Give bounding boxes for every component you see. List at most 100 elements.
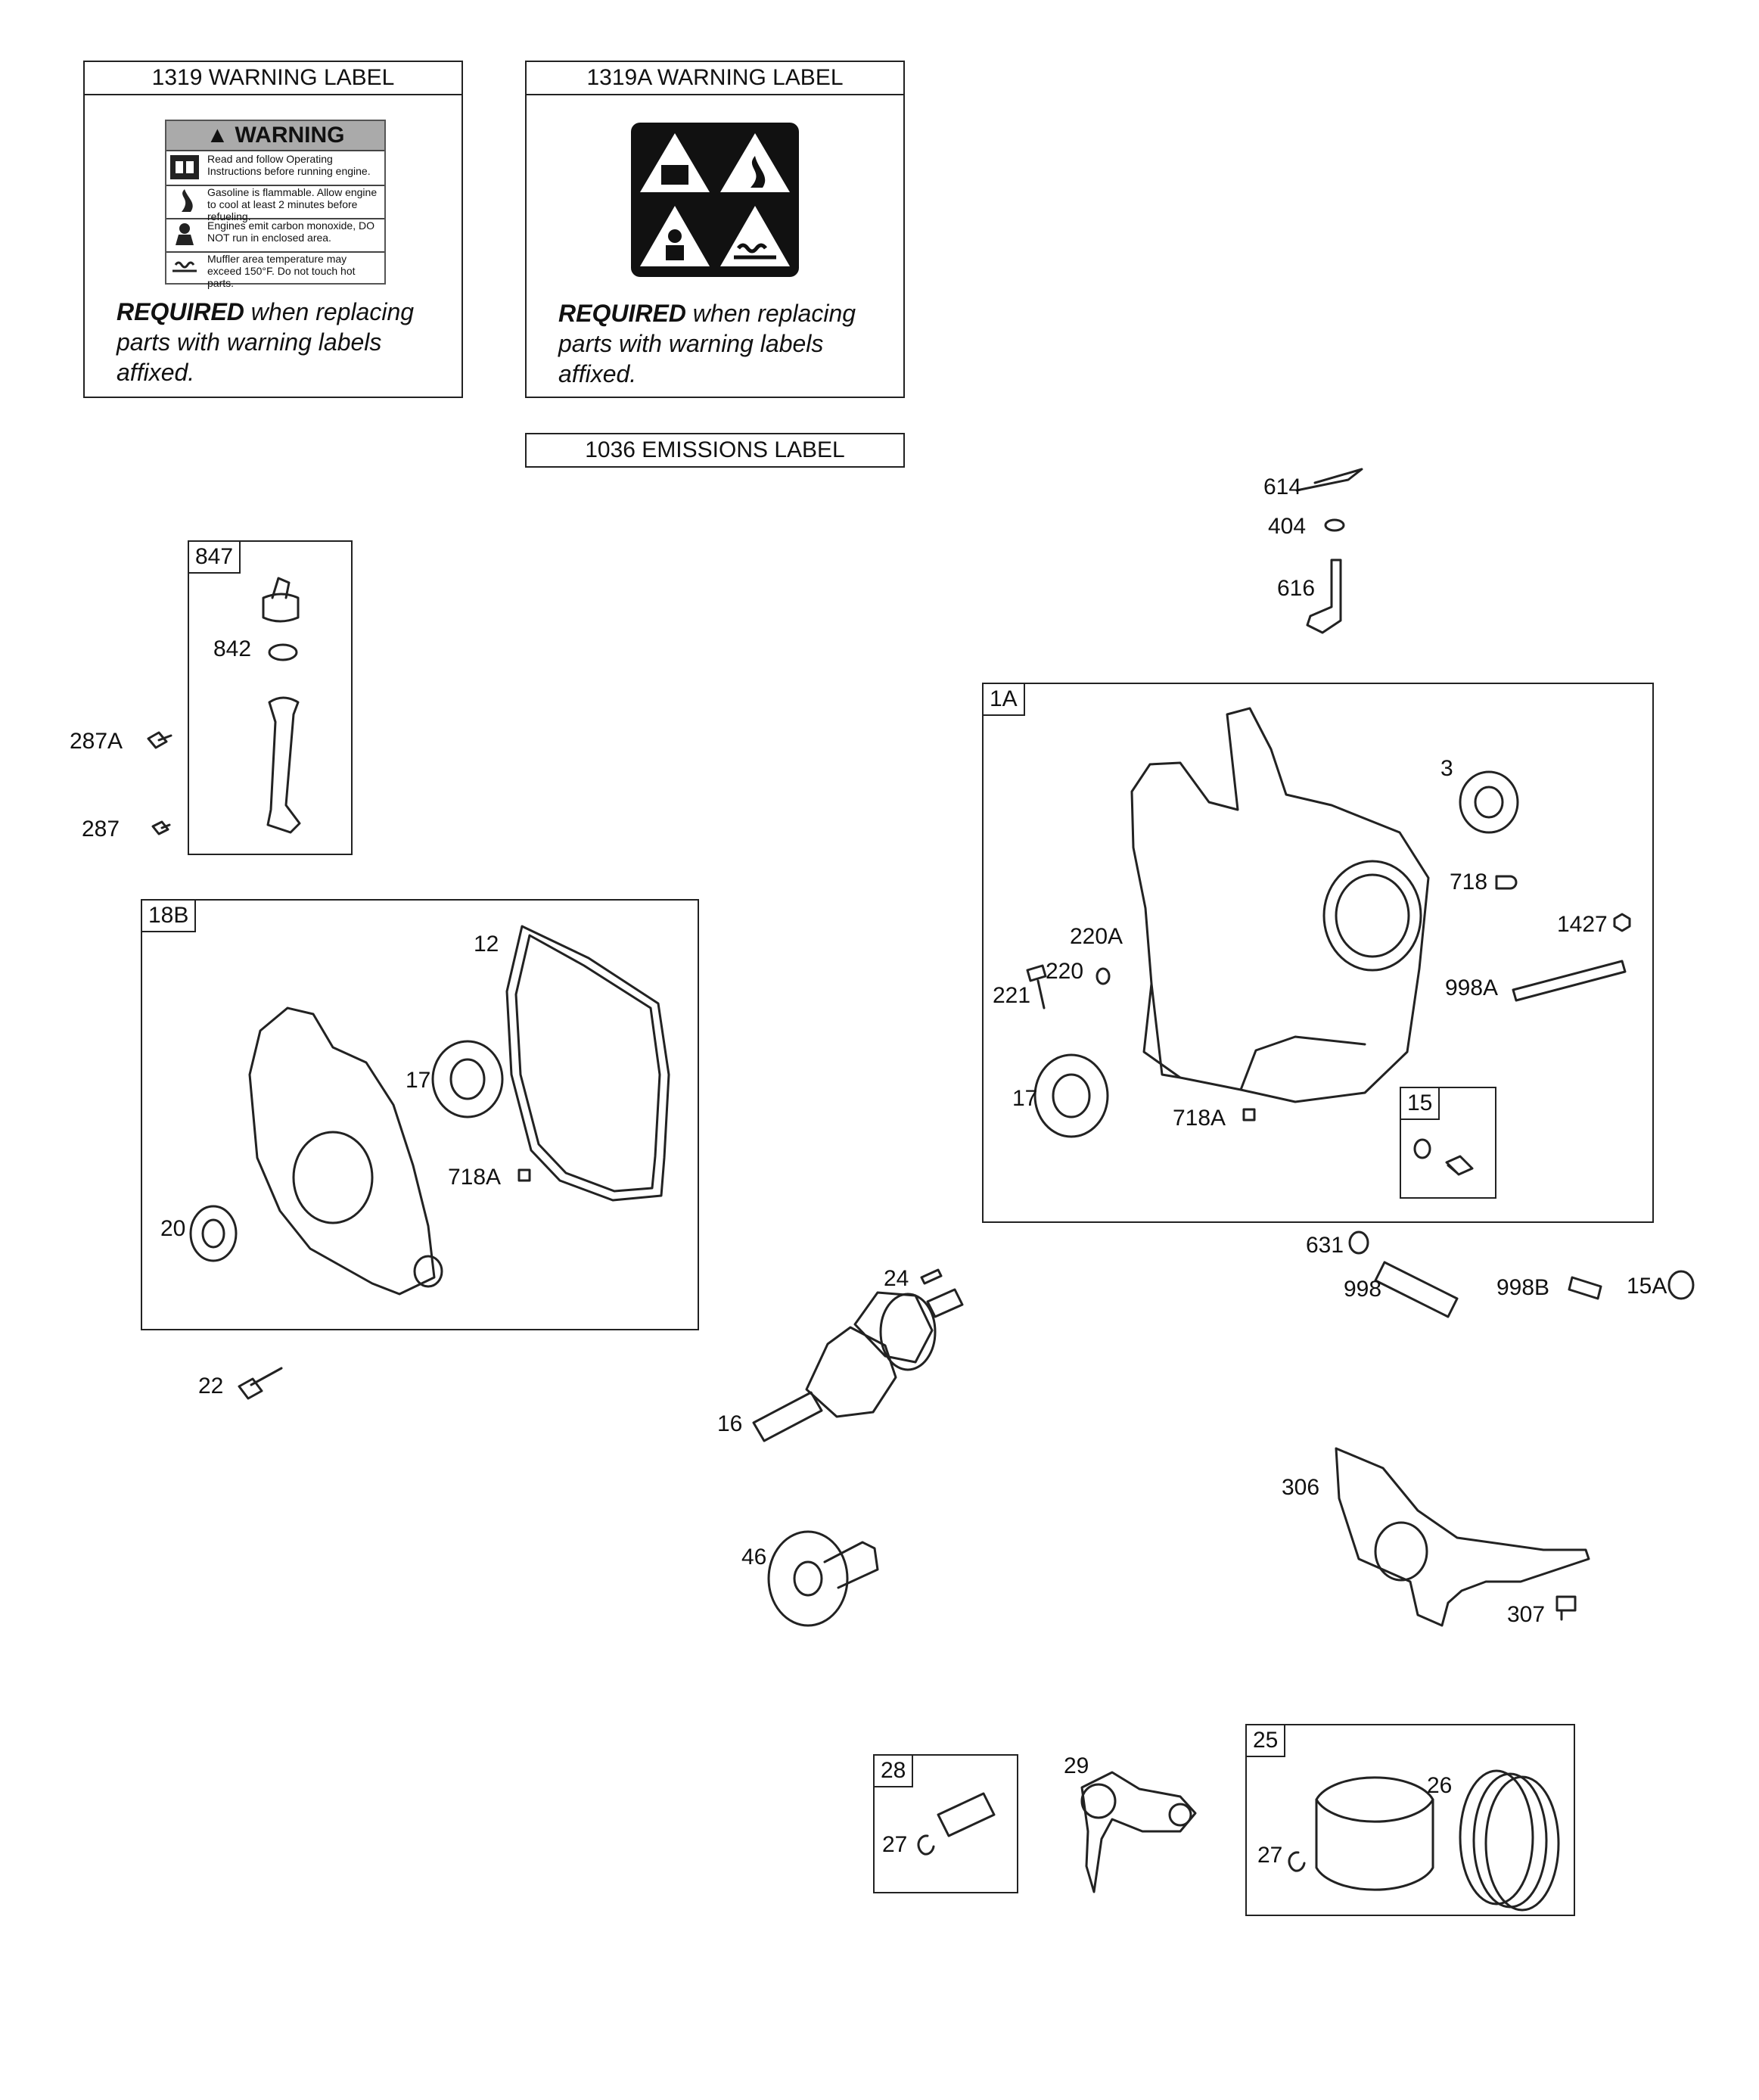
- label-22: 22: [198, 1374, 224, 1398]
- warning-row-hot: Muffler area temperature may exceed 150°…: [166, 251, 384, 289]
- part-29-connecting-rod: [1080, 1771, 1197, 1893]
- part-998-sleeve: [1374, 1261, 1459, 1318]
- part-842-oring: [268, 643, 298, 661]
- part-616-shaft: [1306, 558, 1342, 634]
- label-842: 842: [213, 636, 252, 661]
- group-1a-tag: 1A: [984, 684, 1025, 716]
- label-20: 20: [160, 1216, 186, 1241]
- label-307: 307: [1507, 1602, 1546, 1627]
- part-27-clip-right: [1288, 1851, 1306, 1872]
- warning-label-box-1319: 1319 WARNING LABEL ▲ WARNING Read and fo…: [83, 61, 463, 398]
- part-15a-cap: [1667, 1270, 1695, 1300]
- label-3: 3: [1440, 756, 1453, 781]
- carbon-monoxide-icon: [169, 221, 200, 247]
- label-29: 29: [1064, 1753, 1089, 1778]
- label-616: 616: [1277, 576, 1316, 601]
- label-718a-left: 718A: [448, 1165, 502, 1190]
- label-631: 631: [1306, 1233, 1344, 1258]
- label-614: 614: [1263, 474, 1302, 499]
- label-46: 46: [741, 1545, 767, 1570]
- required-note: REQUIRED when replacing parts with warni…: [117, 298, 415, 386]
- label-27-left: 27: [882, 1832, 908, 1857]
- label-26: 26: [1427, 1773, 1453, 1798]
- group-15-tag: 15: [1401, 1088, 1440, 1120]
- warning-row-fire: Gasoline is flammable. Allow engine to c…: [166, 185, 384, 222]
- part-998b-stud: [1568, 1276, 1602, 1300]
- part-15-washer: [1413, 1138, 1431, 1159]
- label-404: 404: [1268, 514, 1307, 539]
- group-1a: 1A: [982, 683, 1654, 1223]
- pictogram-decal: [631, 123, 799, 277]
- part-46-camshaft-gear: [767, 1530, 849, 1627]
- group-15: 15: [1400, 1087, 1496, 1199]
- label-998b: 998B: [1496, 1275, 1550, 1300]
- label-1427: 1427: [1557, 912, 1608, 937]
- part-27-clip-left: [917, 1834, 935, 1856]
- group-18b-tag: 18B: [142, 901, 197, 932]
- part-28-pin: [937, 1792, 996, 1837]
- part-24-key: [920, 1268, 943, 1285]
- label-17-left: 17: [406, 1068, 431, 1093]
- group-847: 847: [188, 540, 353, 855]
- part-22-bolt: [238, 1367, 283, 1400]
- group-18b: 18B: [141, 899, 699, 1330]
- warning-row-co: Engines emit carbon monoxide, DO NOT run…: [166, 218, 384, 253]
- hot-surface-icon: [169, 254, 200, 280]
- label-17-right: 17: [1012, 1086, 1038, 1111]
- carbon-monoxide-icon: [668, 229, 682, 243]
- group-847-tag: 847: [189, 542, 241, 574]
- label-998a: 998A: [1445, 975, 1499, 1000]
- label-220a: 220A: [1070, 924, 1123, 949]
- part-287-bolt: [151, 820, 171, 835]
- part-718a-pin-left: [517, 1168, 531, 1182]
- part-15-bolt: [1445, 1155, 1474, 1176]
- part-1a-crankcase: [1130, 707, 1430, 1103]
- warning-decal: ▲ WARNING Read and follow Operating Inst…: [165, 120, 386, 289]
- part-718a-pin-right: [1242, 1108, 1256, 1122]
- part-20-seal: [189, 1205, 238, 1262]
- part-12-gasket: [505, 925, 670, 1202]
- manual-icon: [661, 165, 688, 185]
- part-17-bearing-left: [431, 1040, 504, 1118]
- emissions-label: 1036 EMISSIONS LABEL: [525, 433, 905, 468]
- label-15a: 15A: [1627, 1274, 1667, 1299]
- part-26-rings: [1459, 1769, 1534, 1906]
- warning-label-box-1319a: 1319A WARNING LABEL REQUIRED when replac…: [525, 61, 905, 398]
- label-718a-right: 718A: [1173, 1106, 1226, 1131]
- label-24: 24: [884, 1266, 909, 1291]
- fire-icon: [169, 188, 200, 213]
- warning-triangle-icon: ▲: [206, 123, 229, 148]
- part-404-washer: [1324, 518, 1345, 532]
- warning-row-manual: Read and follow Operating Instructions b…: [166, 151, 384, 186]
- group-25: 25: [1245, 1724, 1575, 1916]
- part-1427-plug: [1613, 913, 1631, 932]
- group-25-tag: 25: [1247, 1725, 1286, 1757]
- part-631-ring: [1348, 1230, 1369, 1255]
- label-306: 306: [1282, 1475, 1320, 1500]
- fire-icon: [751, 156, 766, 188]
- label-27-right: 27: [1257, 1843, 1283, 1868]
- hot-surface-icon: [734, 243, 776, 260]
- part-306-breather: [1335, 1447, 1590, 1627]
- warning-decal-heading: ▲ WARNING: [166, 121, 384, 151]
- part-17-bearing-right: [1033, 1053, 1109, 1138]
- label-16: 16: [717, 1411, 743, 1436]
- part-307-bolt: [1555, 1595, 1577, 1621]
- warning-label-title: 1319A WARNING LABEL: [527, 62, 903, 95]
- group-28: 28: [873, 1754, 1018, 1893]
- label-220: 220: [1046, 959, 1084, 984]
- part-287a-bolt: [147, 731, 172, 749]
- part-998a-rod: [1512, 960, 1627, 1002]
- part-718-pin: [1495, 875, 1518, 890]
- warning-label-title: 1319 WARNING LABEL: [85, 62, 462, 95]
- part-847-cap: [262, 577, 300, 623]
- manual-icon: [169, 154, 200, 180]
- part-220-washer: [1095, 967, 1111, 985]
- part-18b-cover: [248, 1006, 436, 1296]
- label-221: 221: [993, 983, 1031, 1008]
- label-12: 12: [474, 932, 499, 957]
- part-614-clip: [1295, 468, 1363, 492]
- label-718: 718: [1450, 870, 1488, 894]
- part-3-seal: [1459, 770, 1519, 834]
